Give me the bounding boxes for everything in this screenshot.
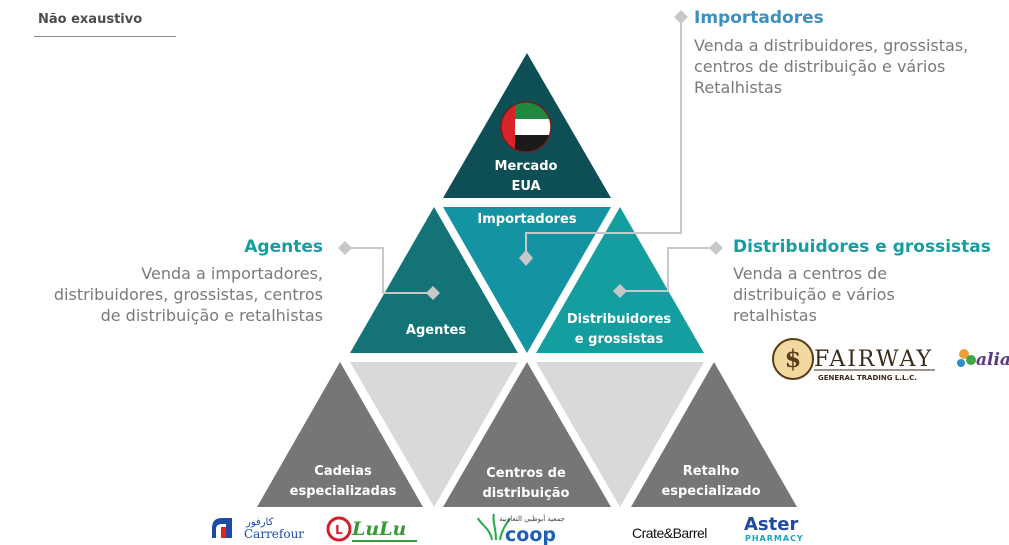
top-label-line2: EUA [511,179,540,194]
alia-logo-text: alia [976,350,1009,370]
distribuidores-desc-line: Venda a centros de [733,264,888,283]
alia-logo: alia [957,349,1009,370]
distribuidores-desc-line: distribuição e vários [733,285,895,304]
fairway-logo-subtext: GENERAL TRADING L.L.C. [818,374,917,382]
pyramid-gap-right-triangle [536,362,704,507]
importadores-desc-line: centros de distribuição e vários [694,57,946,76]
distribuidores-callout-desc: Venda a centros de distribuição e vários… [733,263,895,326]
agentes-desc-line: distribuidores, grossistas, centros [53,285,323,304]
agentes-callout-desc: Venda a importadores, distribuidores, gr… [54,263,323,326]
svg-text:جمعية أبوظبي التعاونية: جمعية أبوظبي التعاونية [499,514,565,523]
agentes-label: Agentes [406,323,466,338]
carrefour-logo: كارفور Carrefour [212,517,304,541]
svg-text:كارفور: كارفور [245,517,274,528]
importadores-desc-line: Venda a distribuidores, grossistas, [694,36,969,55]
distribuidores-callout-title: Distribuidores e grossistas [733,237,991,257]
retalho-label-line2: especializado [661,484,760,499]
importadores-desc-line: Retalhistas [694,78,783,97]
lulu-logo-text: LuLu [351,518,406,540]
fairway-logo: $ FAIRWAY GENERAL TRADING L.L.C. [772,338,935,382]
coop-logo: جمعية أبوظبي التعاونية coop [477,513,565,545]
pyramid-importadores-triangle [443,207,611,353]
centros-label-line2: distribuição [482,486,569,501]
uae-flag-icon [500,101,552,153]
pyramid-distribuidores-triangle [536,207,704,353]
importadores-callout-title: Importadores [694,8,824,28]
distribuidores-label-line2: e grossistas [575,332,664,347]
svg-text:L: L [335,523,343,537]
distribuidores-label-line1: Distribuidores [567,312,672,327]
connector-diamonds [338,10,723,300]
carrefour-logo-text: Carrefour [244,527,304,541]
top-label-line1: Mercado [495,159,558,174]
svg-text:$: $ [785,344,802,373]
pyramid-retalho-triangle [631,362,797,507]
aster-logo-text: Aster [744,514,798,535]
agentes-desc-line: Venda a importadores, [141,264,323,283]
agentes-desc-line: de distribuição e retalhistas [100,306,323,325]
retalho-label-line1: Retalho [683,464,740,479]
lulu-logo: L LuLu [326,516,417,542]
not-exhaustive-badge: Não exaustivo [34,12,176,37]
distribuidores-desc-line: retalhistas [733,306,817,325]
pyramid-agentes-triangle [350,207,518,353]
cadeias-label-line2: especializadas [290,484,397,499]
pyramid-cadeias-triangle [257,362,423,507]
importadores-callout-desc: Venda a distribuidores, grossistas, cent… [694,35,968,98]
centros-label-line1: Centros de [486,466,566,481]
connector-lines [345,17,716,294]
cadeias-label-line1: Cadeias [314,464,372,479]
pyramid-centros-triangle [443,362,611,507]
crate-barrel-logo: Crate&Barrel [632,525,707,541]
pyramid-gap-left-triangle [350,362,518,507]
fairway-logo-text: FAIRWAY [814,347,933,372]
aster-logo-subtext: PHARMACY [745,534,804,543]
coop-logo-text: coop [505,524,556,545]
agentes-callout-title: Agentes [244,237,323,257]
aster-logo: Aster PHARMACY [744,514,804,543]
importadores-label: Importadores [477,212,576,227]
